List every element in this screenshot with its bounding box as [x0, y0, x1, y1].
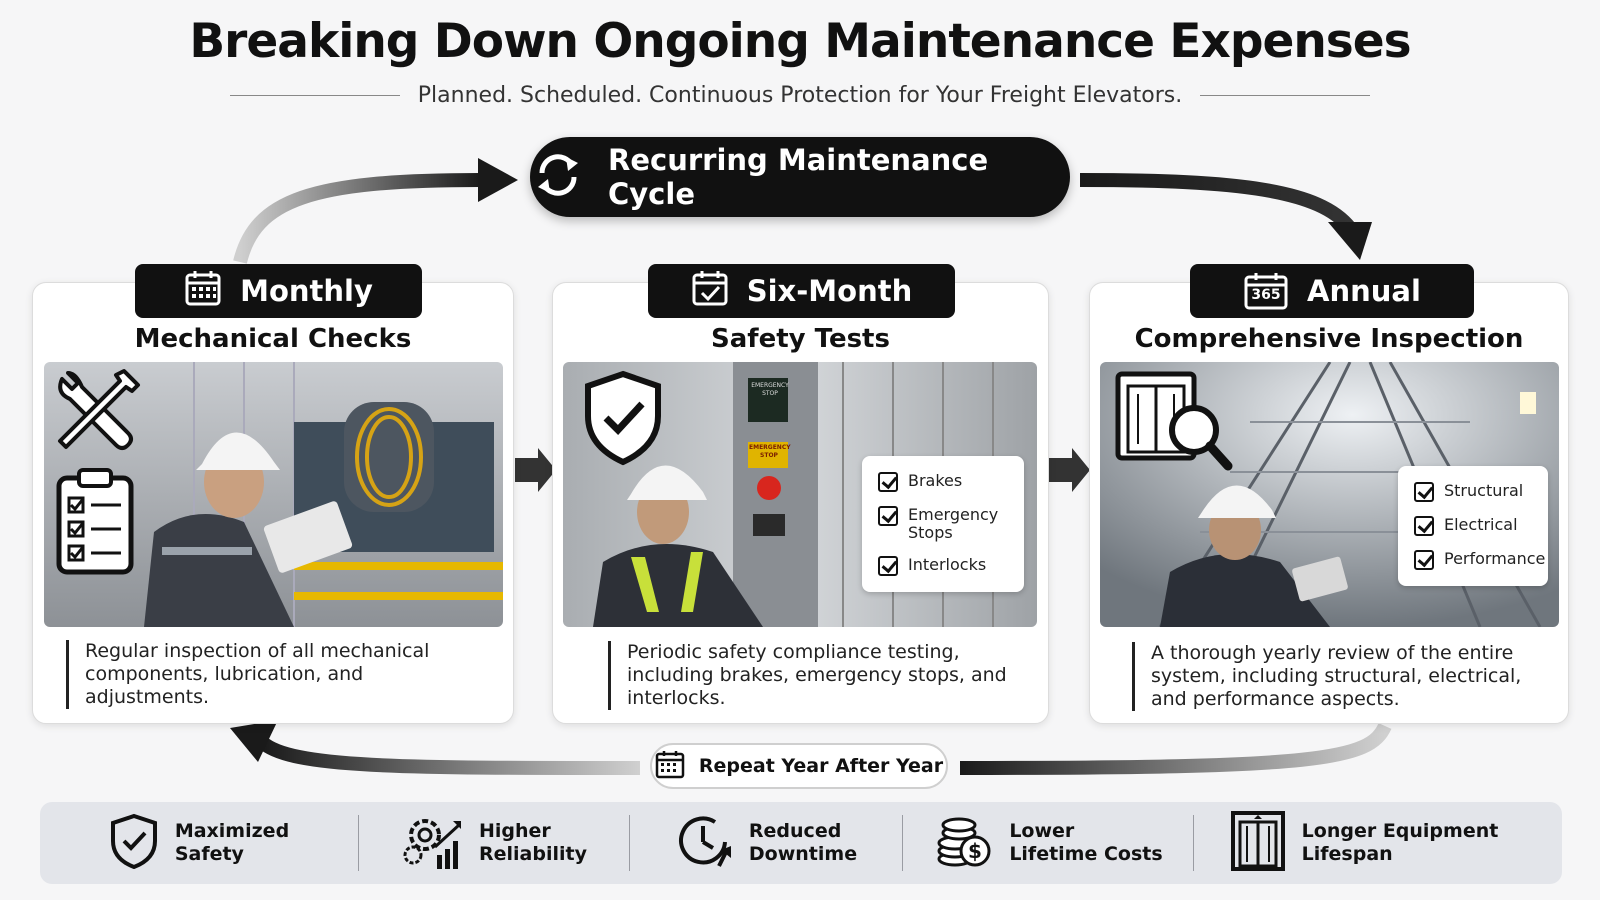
six-month-checklist: Brakes Emergency Stops Interlocks: [862, 456, 1024, 592]
shield-check-icon: [109, 813, 159, 873]
photo-sign-emergency-stop-1: EMERGENCY STOP: [751, 382, 789, 397]
benefit-maximized-safety: Maximized Safety: [40, 802, 358, 884]
annual-checklist: Structural Electrical Performance: [1398, 466, 1548, 586]
subtitle-row: Planned. Scheduled. Continuous Protectio…: [230, 80, 1371, 110]
tab-six-month-label: Six-Month: [746, 274, 913, 308]
tab-annual: 365 Annual: [1190, 264, 1474, 318]
arrow-sixmonth-to-annual: [1049, 448, 1090, 492]
page-subtitle: Planned. Scheduled. Continuous Protectio…: [417, 82, 1183, 108]
photo-mechanical-check: [44, 362, 503, 627]
benefit-longer-equipment-lifespan: Longer Equipment Lifespan: [1194, 802, 1534, 884]
recurring-cycle-pill: Recurring Maintenance Cycle: [530, 137, 1070, 217]
card-six-month-heading: Safety Tests: [711, 324, 890, 354]
benefit-label: Lower Lifetime Costs: [1009, 820, 1163, 865]
checklist-item: Performance: [1414, 550, 1545, 570]
arrow-cycle-to-annual: [1079, 173, 1356, 233]
divider-right: [1200, 94, 1371, 96]
clock-arrow-icon: [675, 812, 733, 874]
cycle-label: Recurring Maintenance Cycle: [608, 143, 989, 211]
benefit-label: Longer Equipment Lifespan: [1301, 820, 1499, 865]
checklist-item: Structural: [1414, 482, 1532, 502]
checkbox-icon: [878, 506, 898, 526]
wrench-screwdriver-icon: [52, 365, 144, 459]
benefit-label: Higher Reliability: [479, 820, 587, 865]
arrow-monthly-to-sixmonth: [515, 448, 556, 492]
repeat-year-pill: Repeat Year After Year: [650, 743, 948, 789]
card-monthly-heading: Mechanical Checks: [134, 324, 412, 354]
card-monthly-description: Regular inspection of all mechanical com…: [66, 640, 486, 709]
arrow-monthly-to-cycle: [233, 173, 481, 264]
elevator-doors-icon: [1230, 810, 1286, 876]
checkbox-icon: [878, 556, 898, 576]
checklist-item: Emergency Stops: [878, 506, 1008, 542]
checklist-item: Brakes: [878, 472, 1008, 492]
calendar-icon: [655, 749, 685, 784]
photo-sign-emergency-stop-2: EMERGENCY STOP: [749, 444, 791, 459]
benefit-divider: [902, 815, 903, 871]
checklist-item: Interlocks: [878, 556, 1008, 576]
coins-dollar-icon: $: [933, 813, 993, 873]
benefit-divider: [358, 815, 359, 871]
calendar-check-icon: [691, 269, 729, 314]
checklist-item: Electrical: [1414, 516, 1532, 536]
checkbox-icon: [1414, 516, 1434, 536]
card-annual-description: A thorough yearly review of the entire s…: [1132, 642, 1552, 711]
repeat-label: Repeat Year After Year: [698, 755, 944, 777]
elevator-magnifier-icon: [1114, 368, 1234, 476]
card-annual-heading: Comprehensive Inspection: [1134, 324, 1524, 354]
arrow-head-bottom: [230, 720, 278, 762]
divider-left: [230, 94, 400, 96]
arrow-head-left: [478, 158, 518, 202]
svg-text:$: $: [968, 839, 982, 863]
arrow-return-right: [959, 722, 1392, 775]
shield-check-icon: [582, 370, 664, 470]
clipboard-checklist-icon: [55, 468, 135, 580]
checkbox-icon: [1414, 482, 1434, 502]
checkbox-icon: [1414, 550, 1434, 570]
calendar-365-text: 365: [1251, 287, 1281, 303]
checkbox-icon: [878, 472, 898, 492]
calendar-365-icon: 365: [1243, 271, 1289, 311]
gears-chart-icon: [401, 811, 463, 875]
benefits-bar: Maximized Safety Higher Reliability: [40, 802, 1562, 884]
tab-monthly: Monthly: [135, 264, 422, 318]
benefit-reduced-downtime: Reduced Downtime: [630, 802, 902, 884]
benefit-divider: [1193, 815, 1194, 871]
arrow-head-right: [1328, 222, 1372, 260]
tab-annual-label: Annual: [1307, 274, 1421, 308]
benefit-higher-reliability: Higher Reliability: [359, 802, 629, 884]
page-title: Breaking Down Ongoing Maintenance Expens…: [189, 14, 1411, 69]
benefit-lower-lifetime-costs: $ Lower Lifetime Costs: [903, 802, 1193, 884]
benefit-divider: [629, 815, 630, 871]
card-six-month-description: Periodic safety compliance testing, incl…: [608, 641, 1028, 710]
tab-six-month: Six-Month: [648, 264, 955, 318]
tab-monthly-label: Monthly: [240, 274, 373, 308]
calendar-grid-icon: [184, 269, 222, 314]
arrow-return-left: [257, 736, 641, 775]
refresh-cycle-icon: [530, 147, 586, 207]
benefit-label: Maximized Safety: [174, 820, 290, 865]
benefit-label: Reduced Downtime: [748, 820, 858, 865]
